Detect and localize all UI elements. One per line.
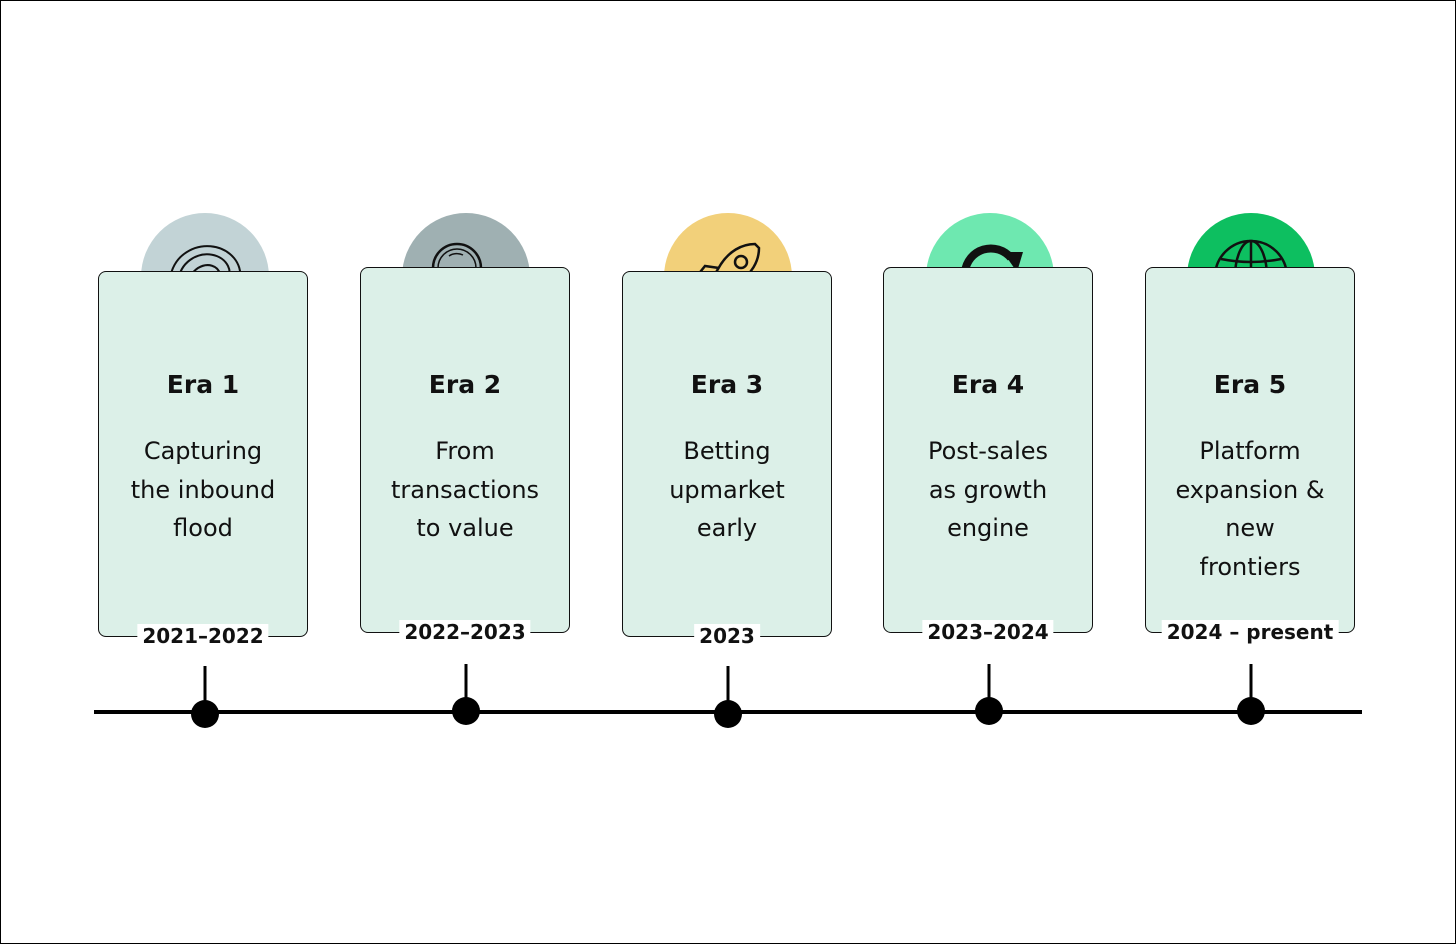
era-1-description: Capturing the inbound flood [130,437,276,542]
era-2-date: 2022–2023 [399,620,531,644]
era-5-card: Era 5 Platform expansion & new frontiers… [1145,267,1355,644]
timeline-marker-4 [975,697,1003,725]
timeline-marker-1 [191,700,219,728]
era-1-card: Era 1 Capturing the inbound flood 2021–2… [98,271,308,648]
era-2-card: Era 2 From transactions to value 2022–20… [360,267,570,644]
era-5-description: Platform expansion & new frontiers [1175,437,1325,581]
era-4-description: Post-sales as growth engine [927,437,1049,542]
era-4-card: Era 4 Post-sales as growth engine 2023–2… [883,267,1093,644]
era-1-date: 2021–2022 [137,624,269,648]
timeline-marker-5 [1237,697,1265,725]
era-3-description: Betting upmarket early [669,437,785,542]
timeline-marker-2 [452,697,480,725]
timeline-marker-3 [714,700,742,728]
era-2-description: From transactions to value [390,437,540,542]
era-4-date: 2023–2024 [922,620,1054,644]
era-5-title: Era 5 [1213,370,1287,399]
era-3-date: 2023 [694,624,760,648]
era-5-date: 2024 – present [1161,620,1339,644]
era-4-title: Era 4 [951,370,1025,399]
era-2-title: Era 2 [428,370,502,399]
era-3-card: Era 3 Betting upmarket early 2023 [622,271,832,648]
era-3-title: Era 3 [690,370,764,399]
era-1-title: Era 1 [166,370,240,399]
